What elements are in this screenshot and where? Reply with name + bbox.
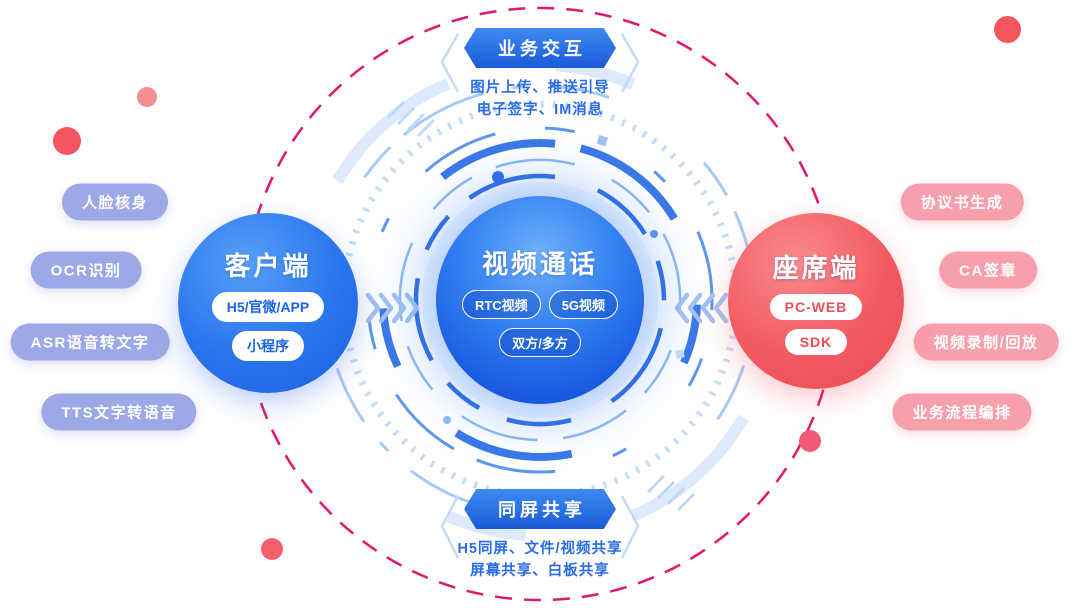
- pill-rtc-video: RTC视频: [461, 289, 541, 319]
- capability-agreement-generation: 协议书生成: [900, 183, 1024, 221]
- capability-video-record-replay: 视频录制/回放: [913, 323, 1059, 361]
- decor-dot: [137, 87, 157, 107]
- video-call-node: 视频通话 RTC视频 5G视频 双方/多方: [436, 196, 644, 404]
- client-pill-mini-program: 小程序: [232, 330, 304, 361]
- client-title: 客户端: [224, 250, 312, 281]
- chevron-left-icons: [674, 292, 729, 324]
- video-call-title: 视频通话: [481, 248, 598, 279]
- label-bracket-lines: [440, 33, 640, 559]
- client-node: 客户端 H5/官微/APP 小程序: [178, 213, 358, 393]
- agent-node: 座席端 PC-WEB SDK: [728, 213, 904, 389]
- top-section: 业务交互 图片上传、推送引导 电子签字、IM消息: [464, 28, 616, 122]
- decor-dot: [261, 538, 283, 560]
- agent-pill-pc-web: PC-WEB: [769, 293, 863, 320]
- decor-dot: [53, 127, 81, 155]
- business-interaction-details: 图片上传、推送引导 电子签字、IM消息: [470, 77, 610, 122]
- capability-ocr: OCR识别: [30, 251, 142, 289]
- hatch-texture: [386, 100, 696, 512]
- business-interaction-line2: 电子签字、IM消息: [476, 102, 604, 119]
- capability-face-verification: 人脸核身: [61, 183, 169, 221]
- screen-share-line1: H5同屏、文件/视频共享: [457, 541, 623, 557]
- screen-share-badge: 同屏共享: [463, 489, 616, 529]
- capability-ca-signature: CA签章: [939, 251, 1037, 289]
- decor-dot: [799, 430, 821, 452]
- screen-share-details: H5同屏、文件/视频共享 屏幕共享、白板共享: [457, 538, 622, 583]
- bottom-section: 同屏共享 H5同屏、文件/视频共享 屏幕共享、白板共享: [457, 489, 622, 583]
- business-interaction-badge: 业务交互: [464, 28, 616, 68]
- decor-dot: [994, 16, 1021, 43]
- pill-5g-video: 5G视频: [548, 289, 619, 319]
- capability-workflow-orchestration: 业务流程编排: [892, 393, 1032, 431]
- capability-tts: TTS文字转语音: [41, 393, 197, 431]
- business-interaction-line1: 图片上传、推送引导: [470, 80, 610, 96]
- agent-pill-sdk: SDK: [784, 328, 848, 355]
- capability-asr: ASR语音转文字: [10, 323, 170, 361]
- video-call-pill-row: RTC视频 5G视频: [461, 289, 619, 319]
- chevron-right-icons: [365, 292, 420, 324]
- client-pill-h5-app: H5/官微/APP: [211, 291, 325, 322]
- pill-two-multi-party: 双方/多方: [499, 327, 581, 357]
- screen-share-line2: 屏幕共享、白板共享: [470, 563, 610, 580]
- agent-title: 座席端: [772, 252, 860, 283]
